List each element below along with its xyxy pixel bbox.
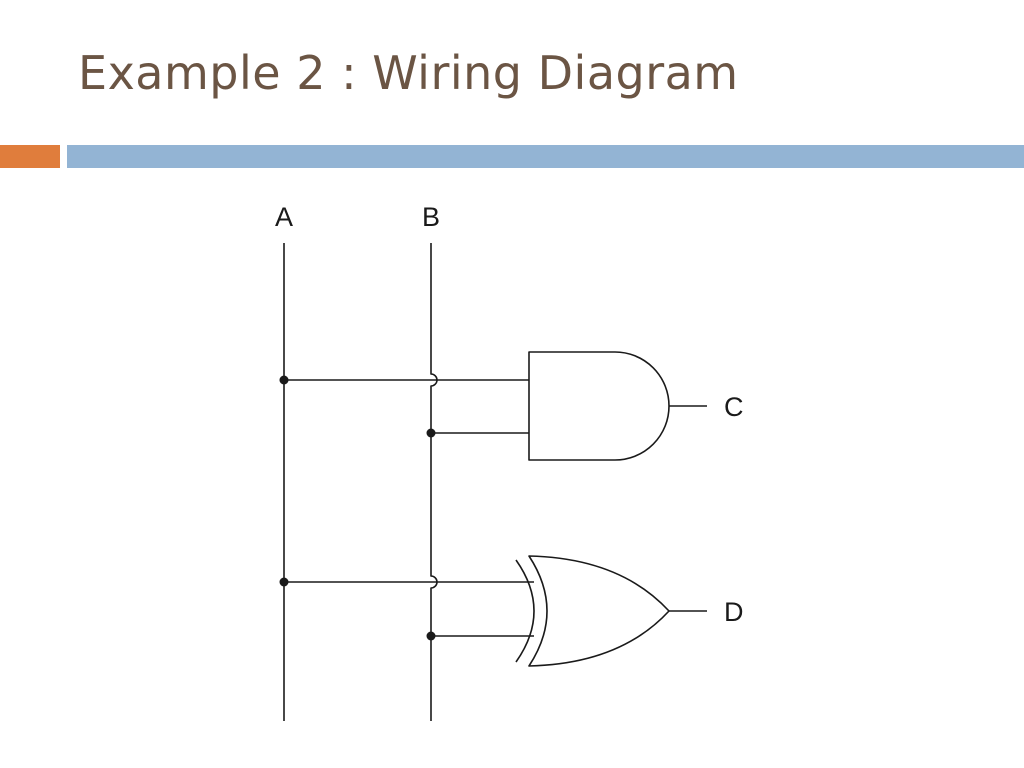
output-label-d: D bbox=[724, 597, 744, 627]
and-gate bbox=[528, 351, 670, 461]
junction-b-xor bbox=[426, 631, 436, 641]
xor-gate bbox=[528, 555, 670, 667]
junction-b-and bbox=[426, 428, 436, 438]
wire-b-vertical bbox=[430, 243, 438, 721]
input-label-b: B bbox=[422, 202, 440, 232]
xor-gate-extra-arc bbox=[515, 559, 535, 663]
accent-bar-blue bbox=[67, 145, 1024, 168]
slide-title: Example 2 : Wiring Diagram bbox=[78, 46, 739, 100]
junction-a-and bbox=[279, 375, 289, 385]
junction-a-xor bbox=[279, 577, 289, 587]
output-label-c: C bbox=[724, 392, 744, 422]
input-label-a: A bbox=[275, 202, 293, 232]
accent-bar-orange bbox=[0, 145, 60, 168]
